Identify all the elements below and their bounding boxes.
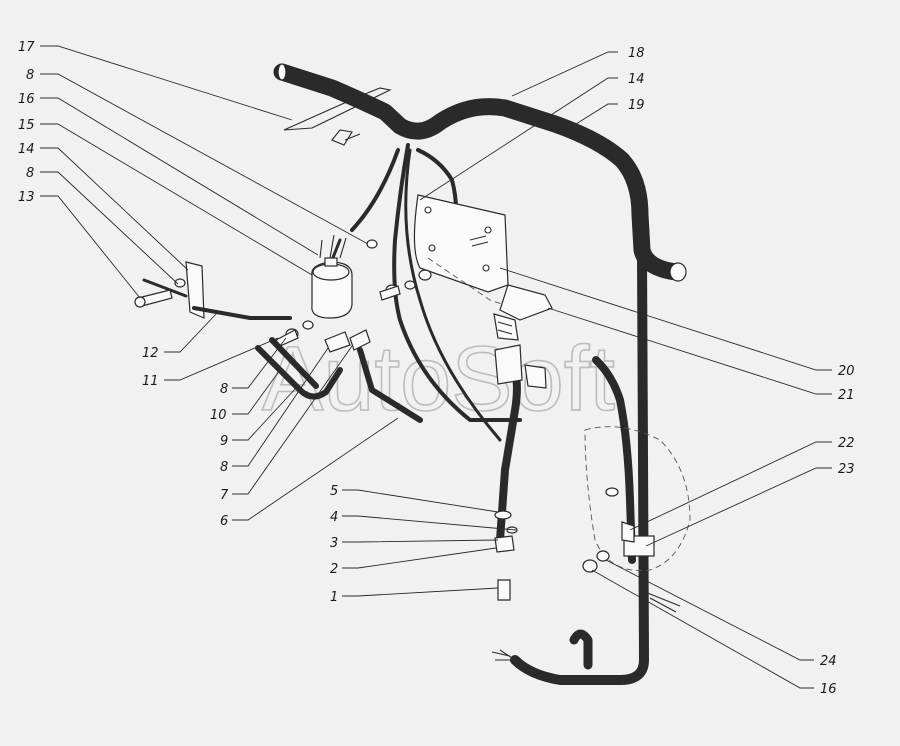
clamp-17 — [283, 87, 392, 146]
callout-16b: 16 — [820, 682, 837, 697]
callout-10: 10 — [210, 408, 227, 423]
bracket-plate-20 — [413, 194, 526, 313]
callout-7: 7 — [220, 488, 229, 503]
fasteners — [275, 239, 432, 347]
callout-8d: 8 — [220, 460, 228, 475]
callout-13: 13 — [18, 190, 35, 205]
callout-14a: 14 — [18, 142, 35, 157]
callout-9: 9 — [220, 434, 228, 449]
side-pipe-22 — [582, 356, 691, 613]
bracket-14-left — [134, 261, 292, 320]
callout-1: 1 — [330, 590, 338, 605]
callout-17: 17 — [18, 40, 35, 55]
callout-20: 20 — [838, 364, 855, 379]
callout-12: 12 — [142, 346, 159, 361]
callout-15: 15 — [18, 118, 35, 133]
callout-16a: 16 — [18, 92, 35, 107]
callout-14b: 14 — [628, 72, 645, 87]
callout-labels: 17 8 16 15 14 8 13 12 11 8 10 9 8 7 6 18… — [18, 40, 855, 697]
callout-19: 19 — [628, 98, 645, 113]
leader-lines — [40, 45, 832, 689]
sensor-pipe — [494, 344, 547, 601]
switch-21 — [493, 284, 553, 341]
callout-23: 23 — [838, 462, 855, 477]
callout-8a: 8 — [26, 68, 34, 83]
watermark: AutoSoft — [262, 328, 615, 430]
callout-3: 3 — [330, 536, 338, 551]
callout-4: 4 — [330, 510, 338, 525]
callout-24: 24 — [820, 654, 837, 669]
callout-11: 11 — [142, 374, 159, 389]
callout-2: 2 — [330, 562, 338, 577]
callout-6: 6 — [220, 514, 228, 529]
callout-8b: 8 — [26, 166, 34, 181]
callout-18: 18 — [628, 46, 645, 61]
main-pipe — [273, 63, 687, 685]
relay-15 — [311, 234, 353, 319]
callout-21: 21 — [838, 388, 855, 403]
callout-22: 22 — [838, 436, 855, 451]
callout-8c: 8 — [220, 382, 228, 397]
callout-5: 5 — [330, 484, 338, 499]
